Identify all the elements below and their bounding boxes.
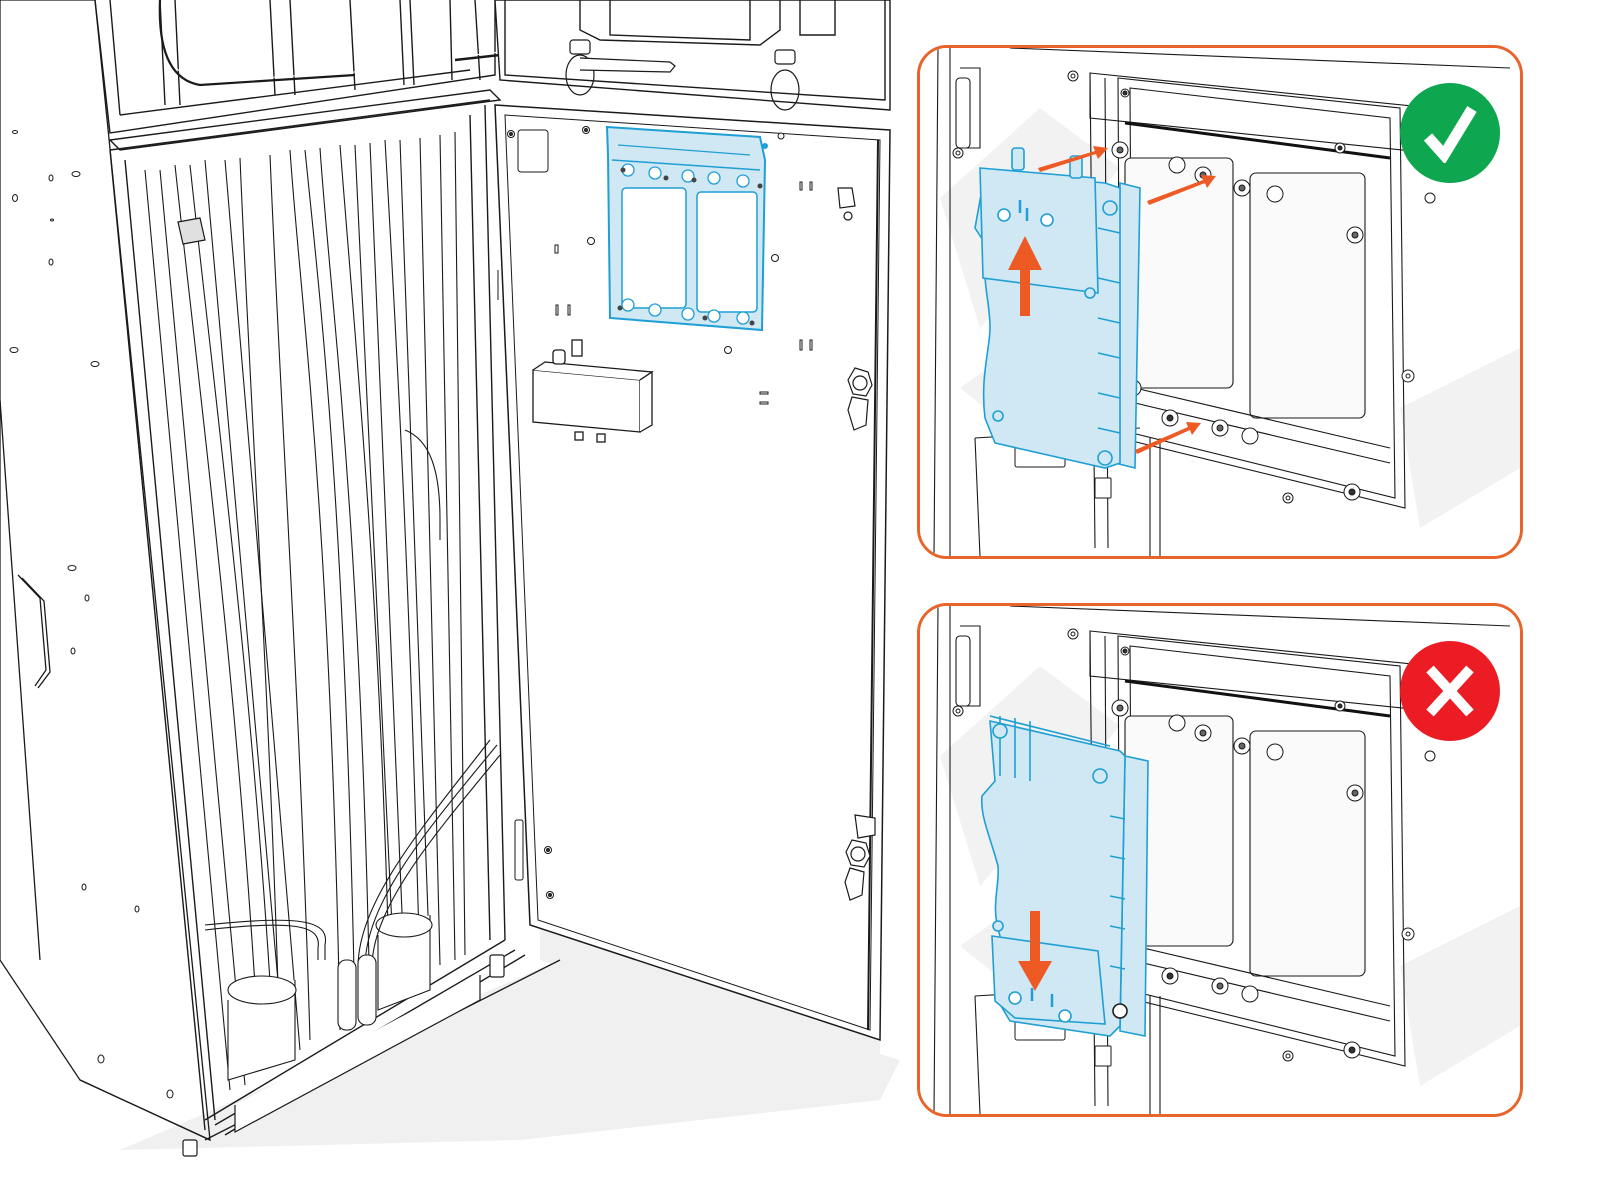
slide-down-arrow-icon — [1018, 911, 1052, 991]
controller-box — [532, 339, 654, 443]
upper-door-handles — [565, 39, 800, 111]
module-incorrect — [980, 715, 1149, 1037]
slide-up-arrow-icon — [1008, 236, 1042, 316]
correct-badge — [1400, 83, 1500, 183]
door-lock-middle — [847, 367, 873, 431]
door-lock-upper — [837, 187, 856, 221]
cabinet-side-panel — [0, 0, 561, 1142]
floor-shadow — [120, 920, 900, 1150]
check-icon — [1423, 106, 1477, 163]
upper-door-panel — [494, 0, 891, 111]
connector-block — [177, 217, 206, 245]
cabinet-feet — [182, 954, 505, 1157]
incorrect-install-panel: incorrect — [917, 603, 1523, 1117]
correct-install-panel: correct — [917, 45, 1523, 559]
module-correct — [974, 147, 1141, 470]
door-lock-lower — [844, 814, 876, 901]
door-hinges — [497, 129, 549, 881]
side-panel-holes — [9, 130, 174, 1099]
pipe-bottom-cups — [204, 739, 501, 1081]
incorrect-install-illustration — [920, 606, 1520, 1114]
cabinet-pipes — [144, 131, 466, 1091]
cabinet-door — [494, 104, 891, 1042]
incorrect-badge — [1400, 641, 1500, 741]
door-screws — [507, 126, 813, 899]
guide-arrows — [1038, 146, 1216, 454]
cross-icon — [1426, 665, 1474, 717]
correct-install-illustration — [920, 48, 1520, 556]
highlighted-bracket — [605, 125, 768, 332]
